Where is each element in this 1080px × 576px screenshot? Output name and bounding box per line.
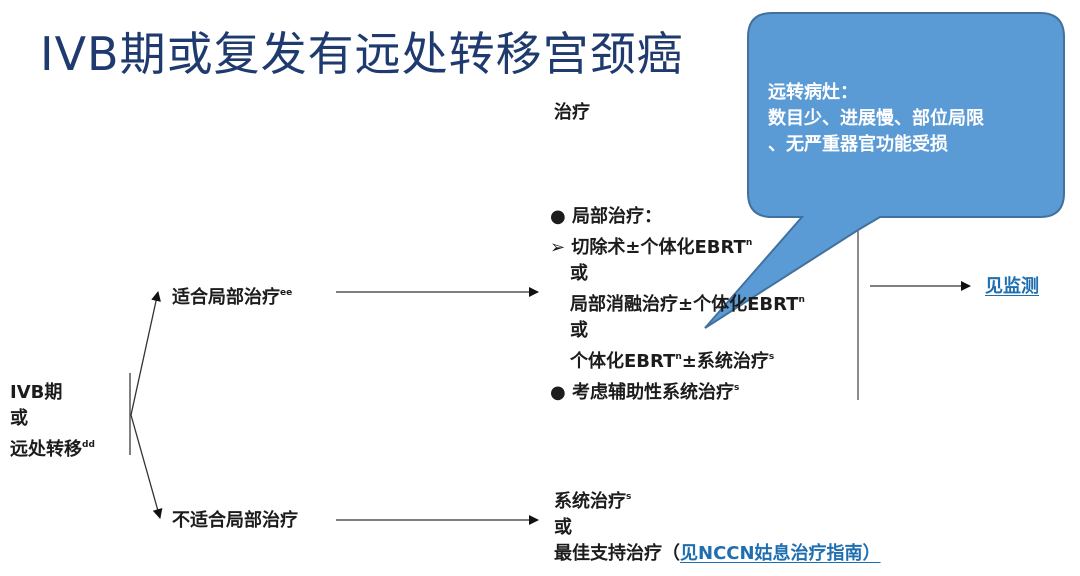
nccn-palliative-link[interactable]: 见NCCN姑息治疗指南） [680,543,881,564]
callout-shape [704,12,1065,329]
bullet-dot-icon: ● [550,382,566,403]
entry-line-1: IVB期 [10,382,63,403]
systemic-line-2: 或 [554,517,572,538]
callout-line-3: 、无严重器官功能受损 [768,134,948,155]
systemic-line-3: 最佳支持治疗（见NCCN姑息治疗指南） [554,543,881,564]
option-ablation: 局部消融治疗±个体化EBRTn [570,294,805,315]
arrow-bullet-icon: ➢ [550,237,566,258]
option-ebrt-systemic: 个体化EBRTn±系统治疗s [570,351,775,372]
local-treatment-block: ● 局部治疗： ➢ 切除术±个体化EBRTn 或 局部消融治疗±个体化EBRTn… [550,204,805,406]
bullet-local-treatment: ● 局部治疗： [550,206,662,227]
branch-unsuitable-local: 不适合局部治疗 [172,510,298,531]
entry-line-2: 或 [10,408,28,429]
page-title: IVB期或复发有远处转移宫颈癌 [40,27,684,81]
callout-line-1: 远转病灶： [768,82,858,103]
bullet-adjuvant-systemic: ● 考虑辅助性系统治疗s [550,382,740,403]
or-label-2: 或 [570,320,588,341]
entry-node: IVB期 或 远处转移dd [10,380,95,463]
systemic-line-1: 系统治疗s [554,491,632,512]
treatment-column-header: 治疗 [554,102,590,123]
bullet-dot-icon: ● [550,206,566,227]
callout-line-2: 数目少、进展慢、部位局限 [768,108,984,129]
systemic-treatment-block: 系统治疗s 或 最佳支持治疗（见NCCN姑息治疗指南） [554,484,881,567]
branch-suitable-local: 适合局部治疗ee [172,287,293,308]
option-resection: ➢ 切除术±个体化EBRTn [550,237,753,258]
callout-text: 远转病灶： 数目少、进展慢、部位局限 、无严重器官功能受损 [768,80,1058,158]
see-monitoring-link[interactable]: 见监测 [985,276,1039,297]
or-label-1: 或 [570,263,588,284]
entry-line-3: 远处转移dd [10,439,95,460]
